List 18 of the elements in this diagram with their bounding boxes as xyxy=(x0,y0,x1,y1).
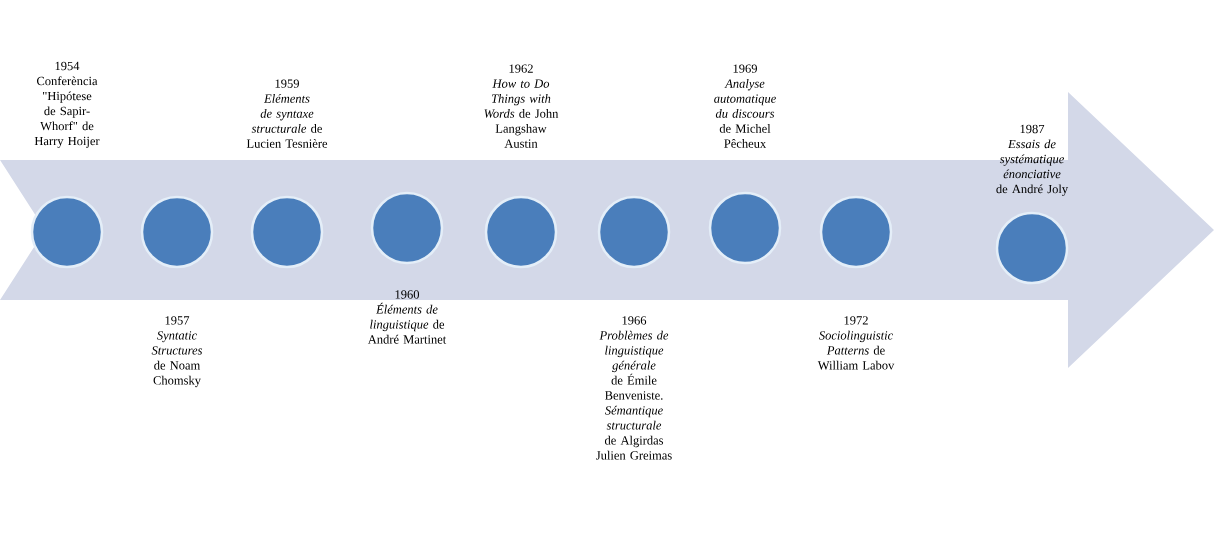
timeline-dot xyxy=(995,211,1069,285)
timeline-dot xyxy=(819,195,893,269)
event-label: 1972 Sociolinguistic Patterns de William Labov xyxy=(817,316,895,370)
timeline-dot xyxy=(708,191,782,265)
timeline-dot xyxy=(484,195,558,269)
timeline-dot xyxy=(30,195,104,269)
event-label: 1960 Éléments de linguistique de André Martinet xyxy=(367,290,447,344)
timeline-dot xyxy=(370,191,444,265)
timeline-dot xyxy=(250,195,324,269)
timeline-dot xyxy=(597,195,671,269)
event-label: 1987 Essais de systématique énonciative de André Joly xyxy=(996,124,1069,196)
event-label: 1957 Syntatic Structures de Noam Chomsky xyxy=(151,316,203,388)
event-label: 1954 Conferència "Hipótese de Sapir-Whorf" de Harry Hoijer xyxy=(34,61,100,148)
event-label: 1962 How to Do Things with Words de John Langshaw Austin xyxy=(484,64,559,148)
event-label: 1959 Eléments de syntaxe structurale de Lucien Tesnière xyxy=(246,79,328,148)
event-label: 1969 Analyse automatique du discours de Michel Pêcheux xyxy=(714,64,776,148)
event-label: 1966 Problèmes de linguistique générale de Émile Benveniste. Sémantique structurale de Algirdas Julien Greimas xyxy=(596,316,672,460)
timeline-dot xyxy=(140,195,214,269)
